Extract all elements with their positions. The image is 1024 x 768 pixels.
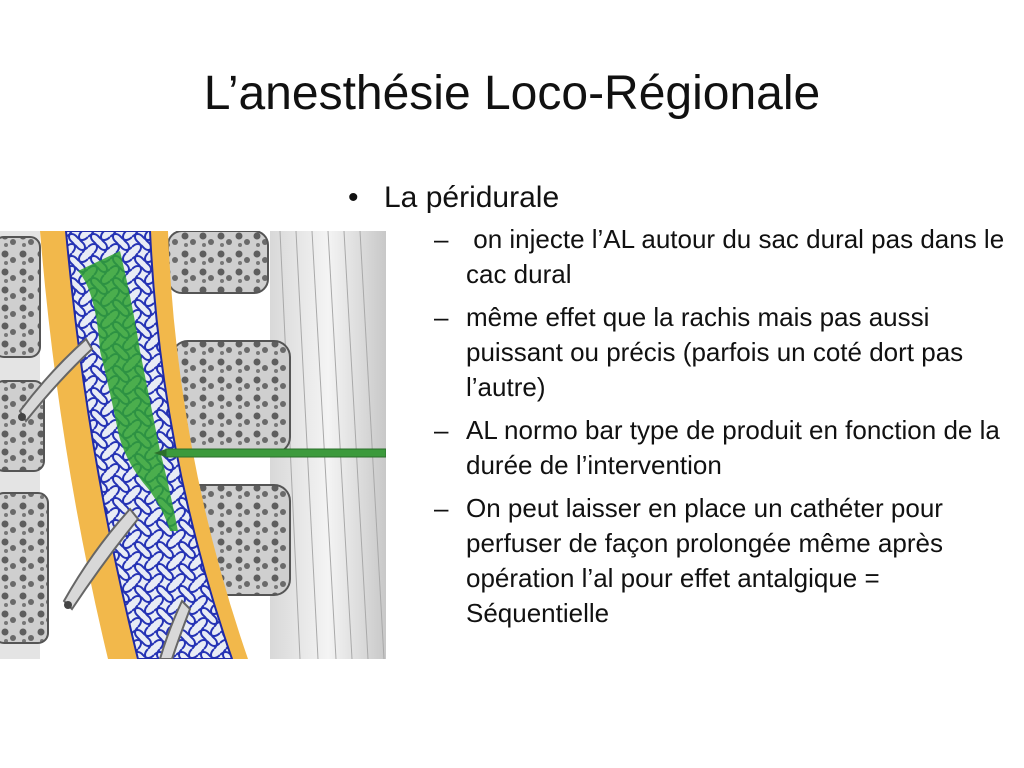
epidural-anatomy-illustration: [0, 231, 386, 659]
bullet-peridurale: • La péridurale – on injecte l’AL autour…: [346, 178, 1022, 631]
sub-bullet-list: – on injecte l’AL autour du sac dural pa…: [384, 222, 1022, 631]
sub-bullet-item: – même effet que la rachis mais pas auss…: [384, 300, 1022, 405]
bullet-text: La péridurale: [384, 181, 560, 214]
sub-bullet-item: – on injecte l’AL autour du sac dural pa…: [384, 222, 1022, 292]
dash-marker: –: [434, 415, 449, 445]
sub-bullet-text: On peut laisser en place un cathéter pou…: [466, 493, 943, 628]
sub-bullet-text: AL normo bar type de produit en fonction…: [466, 415, 1000, 480]
sub-bullet-item: – On peut laisser en place un cathéter p…: [384, 491, 1022, 631]
bullet-list: • La péridurale – on injecte l’AL autour…: [346, 178, 1022, 639]
dash-marker: –: [434, 302, 449, 332]
sub-bullet-text: on injecte l’AL autour du sac dural pas …: [466, 224, 1012, 289]
dash-marker: –: [434, 224, 449, 254]
sub-bullet-text: même effet que la rachis mais pas aussi …: [466, 302, 964, 402]
bullet-marker: •: [348, 181, 359, 214]
slide-title: L’anesthésie Loco-Régionale: [203, 67, 821, 120]
sub-bullet-item: – AL normo bar type de produit en foncti…: [384, 413, 1022, 483]
spine-cross-section-drawing: [0, 231, 386, 659]
dash-marker: –: [434, 493, 449, 523]
